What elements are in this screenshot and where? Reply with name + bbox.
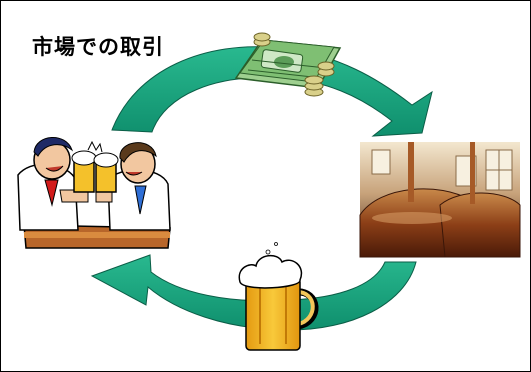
diagram-title: 市場での取引 <box>32 35 164 59</box>
top-cycle-arrow <box>111 46 433 137</box>
toasting-men-icon <box>17 137 171 249</box>
money-stack-icon <box>234 32 342 97</box>
beer-mug-icon <box>238 242 319 351</box>
brewery-kettle-icon <box>359 142 521 258</box>
bottom-cycle-arrow <box>90 254 417 331</box>
